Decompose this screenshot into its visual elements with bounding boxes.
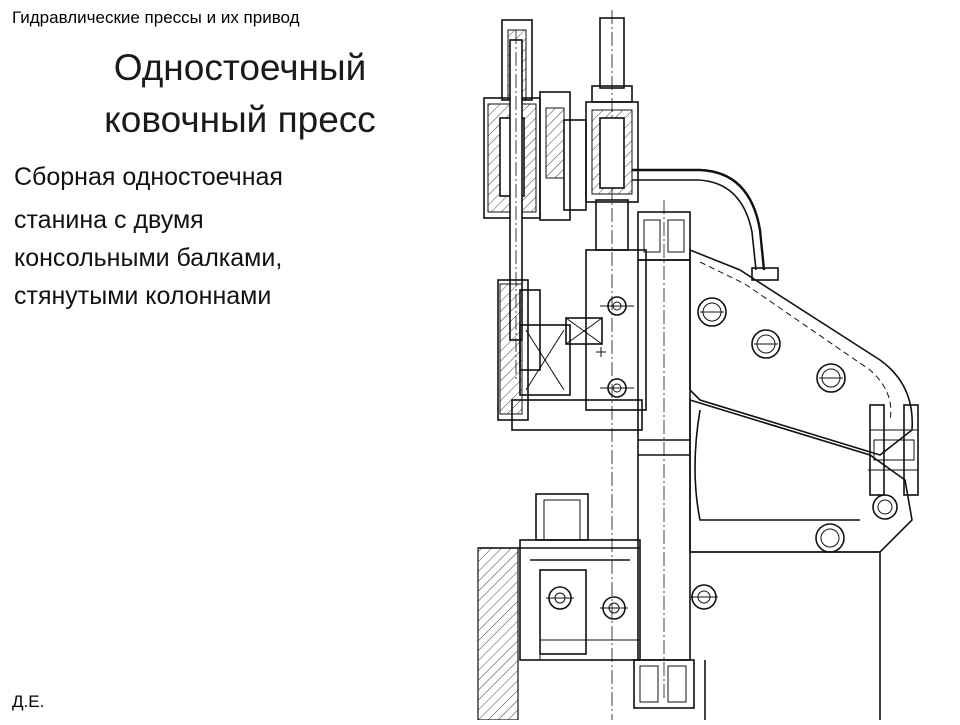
foundation-block <box>477 547 881 721</box>
press-frame-drawing <box>470 0 930 725</box>
slide-body: Сборная одностоечная станина с двумя кон… <box>14 158 374 315</box>
slide-header: Гидравлические прессы и их привод <box>12 8 300 27</box>
body-line-1: Сборная одностоечная <box>14 163 283 191</box>
body-line-4: стянутыми колоннами <box>14 282 272 310</box>
technical-drawing-svg <box>477 10 919 721</box>
base-block <box>519 493 718 661</box>
body-line-2: станина с двумя <box>14 206 204 234</box>
upper-console-beam <box>689 248 914 456</box>
title-line-2: ковочный пресс <box>104 99 376 140</box>
cylinder-assembly <box>483 19 643 431</box>
title-line-1: Одностоечный <box>113 47 367 88</box>
tie-column <box>633 200 695 709</box>
body-line-3: консольными балками, <box>14 244 283 272</box>
lower-console-beam <box>689 398 913 553</box>
tie-bolts <box>869 404 919 496</box>
slide-title: Одностоечный ковочный пресс <box>70 42 410 146</box>
slide-footer: Д.Е. <box>12 692 45 711</box>
center-marks <box>596 347 878 471</box>
hydraulic-pipe <box>632 168 779 281</box>
central-column <box>585 10 647 720</box>
